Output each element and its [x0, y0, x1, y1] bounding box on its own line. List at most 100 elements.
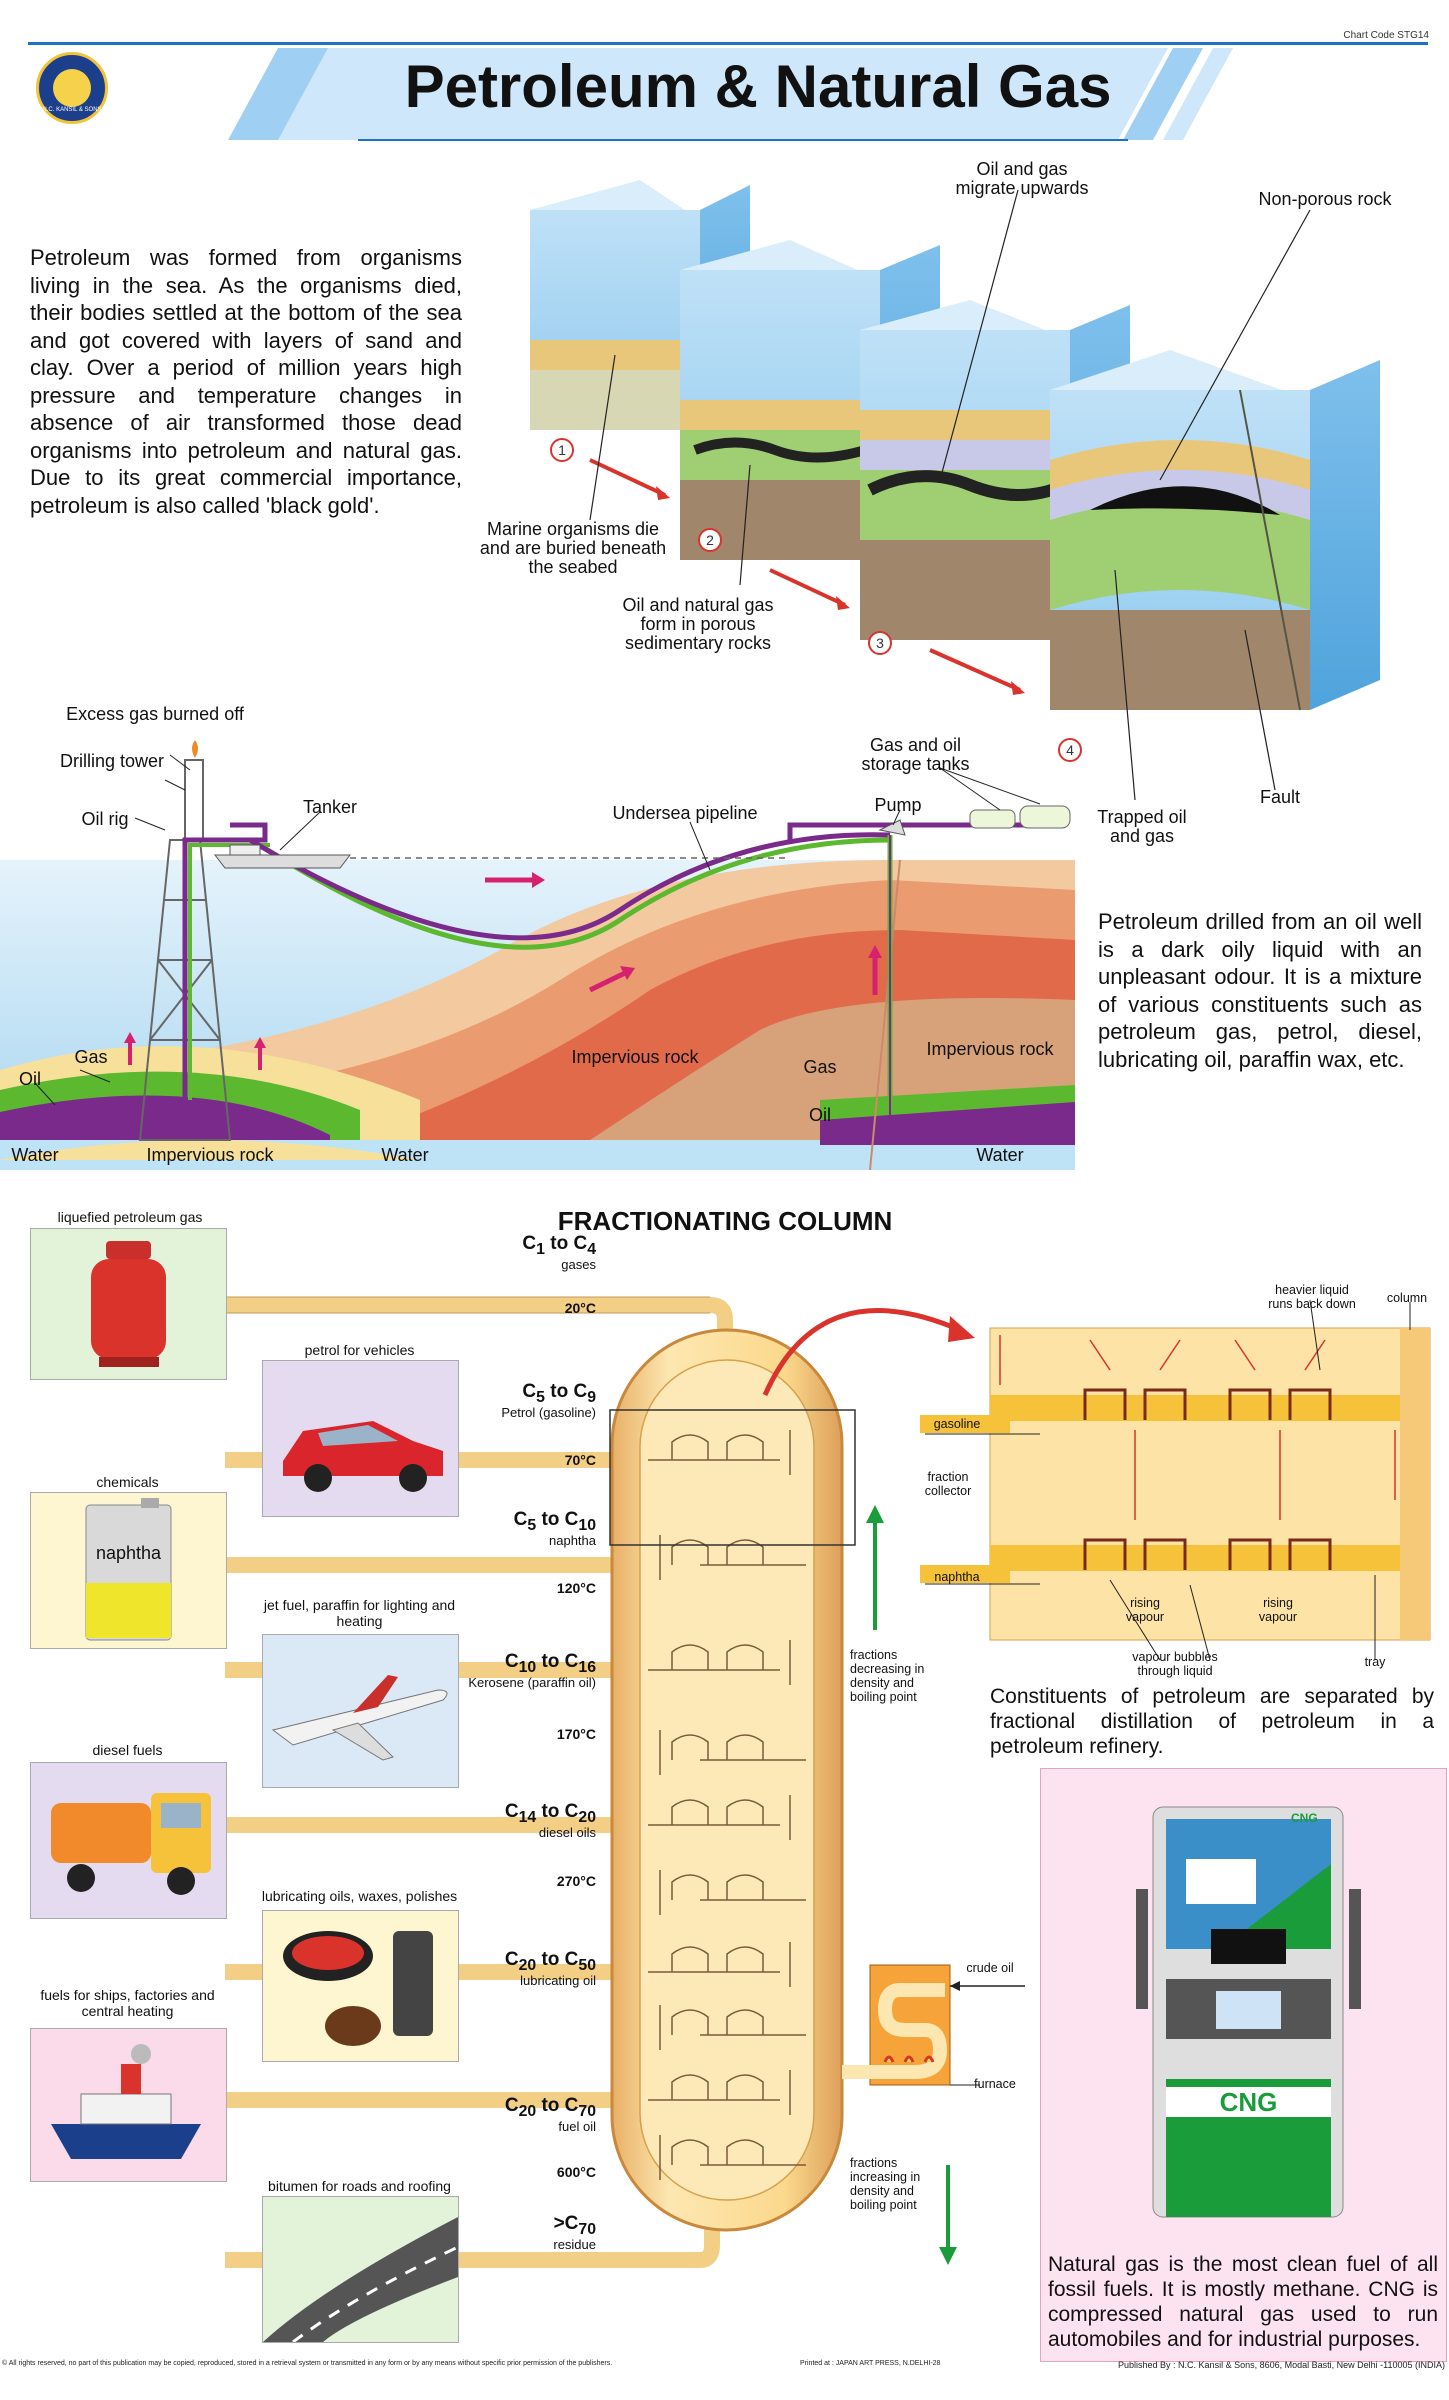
label-column: column — [1386, 1291, 1428, 1305]
storage-tanks — [878, 805, 1071, 836]
temp-270: 270°C — [556, 1873, 596, 1889]
step-1: 1 — [558, 442, 566, 458]
label-impervious-right: Impervious rock — [926, 1039, 1054, 1059]
label-oil-rig: Oil rig — [81, 809, 129, 829]
label-water-left: Water — [11, 1145, 59, 1165]
label-gas-right: Gas — [803, 1057, 837, 1077]
bubble-cap — [671, 1874, 709, 1900]
label-rising-vapour-1: rising vapour — [1125, 1596, 1165, 1624]
label-impervious-mid: Impervious rock — [571, 1047, 699, 1067]
label-tray: tray — [1364, 1655, 1386, 1669]
step-markers: 1 2 3 4 — [550, 438, 1082, 762]
label-tanker: Tanker — [302, 797, 358, 817]
naphtha-can-icon — [85, 1498, 172, 1641]
step-2: 2 — [706, 532, 714, 548]
road-icon — [263, 2217, 459, 2344]
pipe-edges — [225, 1296, 710, 1314]
label-fraction-collector: fraction collector — [924, 1470, 972, 1498]
label-increasing: fractions increasing in density and boil… — [850, 2156, 921, 2212]
detail-leader-lines — [1109, 1299, 1411, 1661]
bubble-cap — [671, 2139, 709, 2165]
footer-rights: © All rights reserved, no part of this p… — [2, 2360, 613, 2367]
label-excess-gas: Excess gas burned off — [66, 704, 244, 724]
formation-leader-lines — [589, 189, 1311, 801]
label-oil-left: Oil — [19, 1069, 41, 1089]
drilling-leader-lines — [34, 754, 1041, 1106]
column-trays — [648, 1430, 806, 2180]
bubble-cap — [726, 2139, 764, 2165]
fraction-name: lubricating oil — [520, 1972, 596, 1988]
bubble-cap — [671, 1644, 709, 1670]
fraction-label-residue: >C70 residue — [420, 2214, 596, 2252]
product-box-road — [262, 2196, 459, 2344]
bubble-cap — [726, 1434, 764, 1460]
fraction-name: gases — [561, 1256, 596, 1272]
distillation-detail — [920, 1327, 1431, 1641]
footer-published: Published By : N.C. Kansil & Sons, 8606,… — [1118, 2360, 1445, 2370]
tanker-ship — [213, 844, 790, 869]
product-box-lpg — [30, 1228, 227, 1380]
fraction-name: diesel oils — [538, 1824, 596, 1840]
car-icon — [283, 1421, 443, 1492]
label-heavier: heavier liquid runs back down — [1268, 1283, 1356, 1311]
temp-20: 20°C — [564, 1300, 596, 1316]
cng-dispenser-icon — [1136, 1806, 1361, 2218]
fraction-name: residue — [553, 2236, 596, 2252]
label-pipeline: Undersea pipeline — [612, 803, 758, 823]
bubble-cap — [726, 1946, 764, 1972]
fractionating-diagram — [225, 1296, 1431, 2268]
label-marine: Marine organisms die and are buried bene… — [479, 519, 667, 577]
fraction-name: fuel oil — [558, 2118, 596, 2134]
header-graphic — [28, 42, 1428, 141]
logo: N.C. KANSIL & SONS — [36, 52, 108, 124]
temp-600: 600°C — [556, 2164, 596, 2180]
fraction-name: naphtha — [549, 1532, 596, 1548]
step-3: 3 — [876, 635, 884, 651]
fraction-formula: C14 to C20 — [504, 1801, 596, 1826]
cng-paragraph: Natural gas is the most clean fuel of al… — [1048, 2253, 1438, 2351]
label-naphtha-detail: naphtha — [934, 1570, 980, 1584]
cng-panel: CNG CNG Natural gas is the most clean fu… — [1040, 1768, 1447, 2362]
label-decreasing: fractions decreasing in density and boil… — [850, 1648, 925, 1704]
bubble-cap — [726, 1799, 764, 1825]
product-label-lubricating: lubricating oils, waxes, polishes — [261, 1888, 458, 1904]
aeroplane-icon — [271, 1675, 448, 1761]
flame-icon — [192, 740, 198, 758]
label-trapped: Trapped oil and gas — [1097, 807, 1187, 846]
fraction-name: Petrol (gasoline) — [501, 1404, 596, 1420]
ship-icon — [51, 2044, 201, 2159]
product-label-jet-fuel: jet fuel, paraffin for lighting and heat… — [263, 1597, 456, 1629]
bubble-cap — [671, 1434, 709, 1460]
bubble-cap — [726, 1734, 764, 1760]
fraction-formula: C20 to C50 — [504, 1949, 596, 1974]
bubble-cap — [726, 2009, 764, 2035]
product-label-car: petrol for vehicles — [304, 1342, 415, 1358]
detail-highlight-box — [609, 1409, 856, 1546]
lpg-cylinder-icon — [91, 1241, 166, 1367]
chart-code: Chart Code STG14 — [1343, 30, 1429, 41]
fraction-label-c20-c70: C20 to C70 fuel oil — [420, 2096, 596, 2134]
logo-text: N.C. KANSIL & SONS — [42, 107, 102, 113]
logo-emblem-icon — [53, 69, 91, 107]
product-label-ship: fuels for ships, factories and central h… — [40, 1987, 215, 2019]
bubble-cap — [726, 2074, 764, 2100]
label-storage: Gas and oil storage tanks — [861, 735, 970, 774]
fraction-label-c10-c16: C10 to C16 Kerosene (paraffin oil) — [420, 1652, 596, 1690]
label-non-porous: Non-porous rock — [1258, 189, 1392, 209]
temp-70: 70°C — [564, 1452, 596, 1468]
label-pump: Pump — [874, 795, 922, 815]
temp-120: 120°C — [556, 1580, 596, 1596]
product-label-lpg: liquefied petroleum gas — [57, 1209, 203, 1225]
label-water-mid: Water — [381, 1145, 429, 1165]
furnace — [842, 1964, 1025, 2086]
bubble-cap — [726, 1539, 764, 1565]
label-gasoline: gasoline — [933, 1417, 981, 1431]
truck-icon — [51, 1793, 211, 1895]
footer-printed: Printed at : JAPAN ART PRESS, N.DELHI-28 — [800, 2360, 941, 2367]
label-migrate: Oil and gas migrate upwards — [955, 159, 1089, 198]
cng-sign-big: CNG — [1219, 2087, 1278, 2117]
fraction-label-c5-c9: C5 to C9 Petrol (gasoline) — [420, 1382, 596, 1420]
label-gas-left: Gas — [74, 1047, 108, 1067]
bubble-cap — [671, 1799, 709, 1825]
bubble-cap — [671, 2009, 709, 2035]
